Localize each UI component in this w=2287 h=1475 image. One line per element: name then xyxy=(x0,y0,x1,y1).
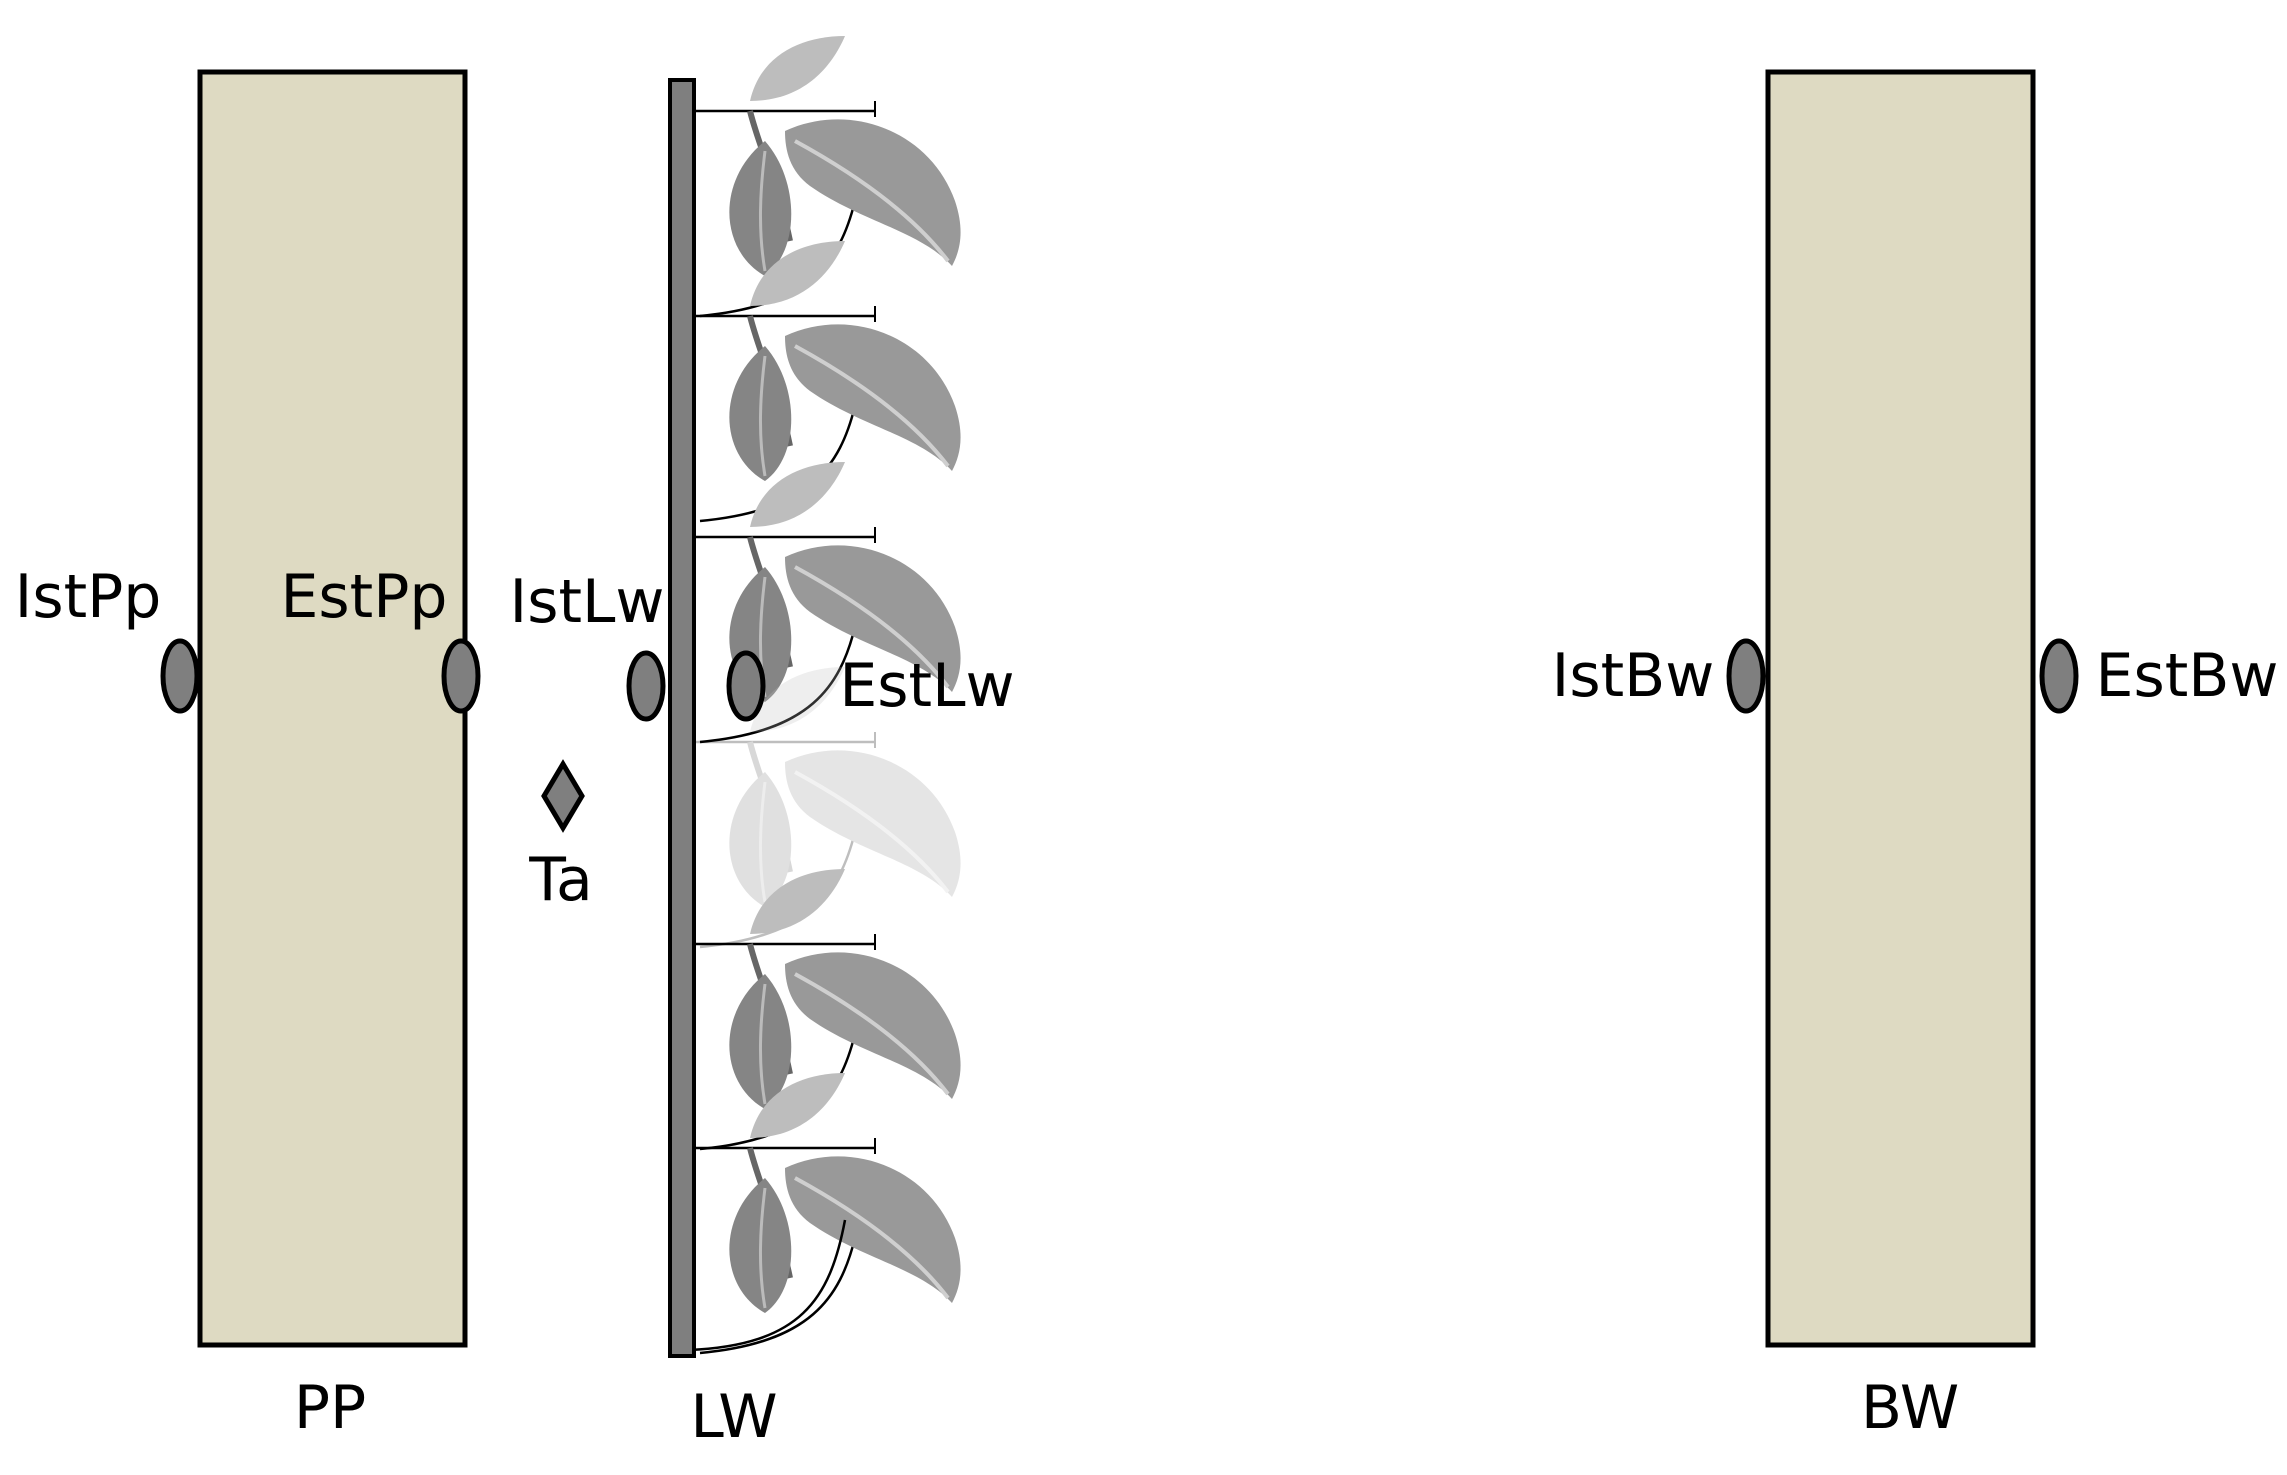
plant-foliage xyxy=(690,36,961,1353)
bw-inner-sensor-label: IstBw xyxy=(1552,641,1715,711)
bw-outer-sensor-icon xyxy=(2039,638,2079,714)
bw-wall-body xyxy=(1765,69,2036,1348)
lw-frame xyxy=(668,78,696,1358)
pp-inner-sensor-icon xyxy=(160,638,200,714)
pp-wall xyxy=(197,69,468,1348)
bw-inner-sensor-icon xyxy=(1726,638,1766,714)
bw-wall-label: BW xyxy=(1861,1373,1959,1443)
air-sensor-label: Ta xyxy=(528,845,593,915)
pp-wall-body xyxy=(197,69,468,1348)
lw-outer-sensor-label: EstLw xyxy=(839,651,1014,721)
lw-inner-sensor-icon xyxy=(626,650,666,722)
diamond-icon xyxy=(541,759,585,833)
lw-inner-sensor-label: IstLw xyxy=(510,567,665,637)
pp-inner-sensor-label: IstPp xyxy=(15,562,162,632)
pp-outer-sensor-label: EstPp xyxy=(281,562,448,632)
lw-outer-sensor-icon xyxy=(726,650,766,722)
bw-wall xyxy=(1765,69,2036,1348)
bw-outer-sensor-label: EstBw xyxy=(2096,641,2279,711)
pp-wall-label: PP xyxy=(294,1373,366,1443)
living-wall xyxy=(668,36,961,1358)
pp-outer-sensor-icon xyxy=(441,638,481,714)
lw-wall-label: LW xyxy=(690,1382,777,1452)
